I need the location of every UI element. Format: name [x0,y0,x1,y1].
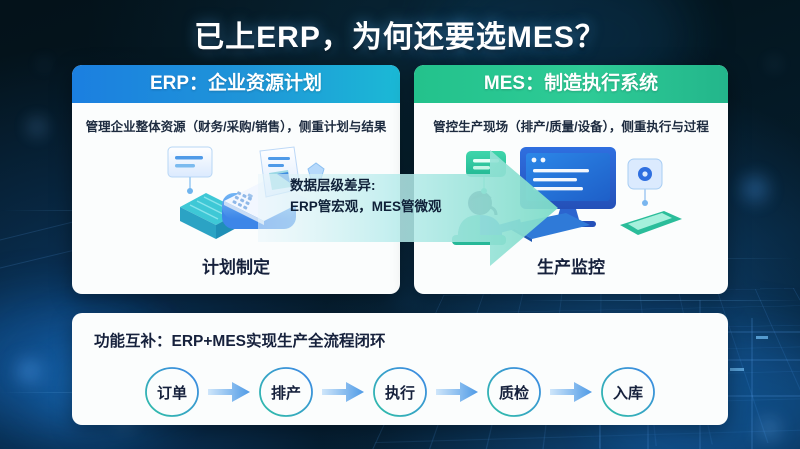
erp-card-header: ERP：企业资源计划 [72,65,400,103]
flow-node[interactable]: 排产 [252,366,320,418]
flow-node-label: 入库 [612,384,643,402]
bottom-panel: 功能互补：ERP+MES实现生产全流程闭环 订单 [72,313,728,425]
flow-node[interactable]: 质检 [480,366,548,418]
flow-node-wrapper[interactable]: 排产 [252,366,320,418]
process-flow: 订单 排产 [72,366,728,418]
flow-node-label: 排产 [270,384,301,402]
right-arrow-icon [208,382,250,402]
page-title: 已上ERP，为何还要选MES？ [194,21,606,54]
right-arrow-icon [550,382,592,402]
bottom-panel-title: 功能互补：ERP+MES实现生产全流程闭环 [94,333,386,350]
right-arrow-band: 数据层级差异: ERP管宏观，MES管微观 [258,150,558,266]
center-arrow-line2: ERP管宏观，MES管微观 [290,198,442,214]
right-arrow-icon [322,382,364,402]
flow-node[interactable]: 入库 [594,366,662,418]
flow-node-label: 订单 [156,384,187,402]
right-arrow-icon [436,382,478,402]
flow-node-wrapper[interactable]: 入库 [594,366,662,418]
erp-card-description: 管理企业整体资源（财务/采购/销售），侧重计划与结果 [85,120,387,134]
flow-node[interactable]: 执行 [366,366,434,418]
flow-node[interactable]: 订单 [138,366,206,418]
flow-node-wrapper[interactable]: 质检 [480,366,548,418]
flow-node-label: 执行 [384,384,415,402]
erp-card-caption: 计划制定 [202,258,270,277]
flow-node-wrapper[interactable]: 订单 [138,366,206,418]
flow-node-wrapper[interactable]: 执行 [366,366,434,418]
mes-card-header: MES：制造执行系统 [414,65,728,103]
flow-node-label: 质检 [498,384,529,402]
center-arrow-text: 数据层级差异: ERP管宏观，MES管微观 [290,176,505,218]
center-arrow-line1: 数据层级差异: [290,178,376,193]
mes-card-description: 管控生产现场（排产/质量/设备），侧重执行与过程 [433,120,709,134]
mes-card-caption: 生产监控 [537,258,605,277]
